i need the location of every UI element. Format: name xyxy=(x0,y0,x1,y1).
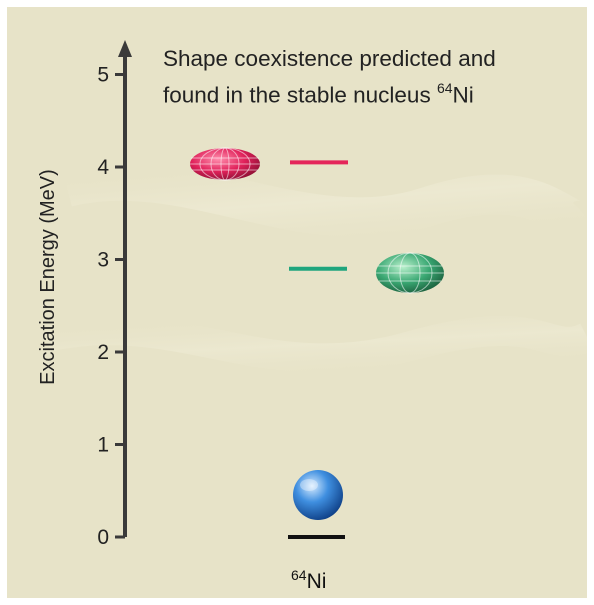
y-tick-label: 5 xyxy=(97,64,109,87)
y-axis-arrowhead xyxy=(118,40,132,57)
x-axis-label: 64Ni xyxy=(291,567,326,594)
title-line-1: Shape coexistence predicted and xyxy=(163,46,496,71)
spherical-shape-icon xyxy=(293,470,343,520)
diagram-panel: 0 1 2 3 4 5 xyxy=(7,7,587,598)
title-line-2-prefix: found in the stable nucleus xyxy=(163,82,437,108)
oblate-shape-icon xyxy=(376,252,444,294)
title-line-2: found in the stable nucleus 64Ni xyxy=(163,74,587,111)
prolate-shape-icon xyxy=(190,147,260,181)
y-ticks: 0 1 2 3 4 5 xyxy=(97,64,125,549)
y-tick-label: 3 xyxy=(97,249,109,272)
background-swirl xyxy=(62,160,587,241)
title-element: Ni xyxy=(452,82,474,108)
y-tick-label: 0 xyxy=(97,526,109,549)
y-tick-label: 4 xyxy=(97,156,109,179)
background-swirl xyxy=(43,315,587,374)
level-diagram: 0 1 2 3 4 5 xyxy=(43,40,587,549)
x-label-element: Ni xyxy=(306,570,327,593)
y-tick-label: 1 xyxy=(97,434,109,457)
energy-levels xyxy=(288,160,348,539)
diagram-title: Shape coexistence predicted and found in… xyxy=(163,43,587,111)
x-label-isotope-mass: 64 xyxy=(291,567,307,583)
y-axis-label: Excitation Energy (MeV) xyxy=(37,169,59,385)
title-isotope-mass: 64 xyxy=(436,80,453,96)
y-tick-label: 2 xyxy=(97,341,109,364)
